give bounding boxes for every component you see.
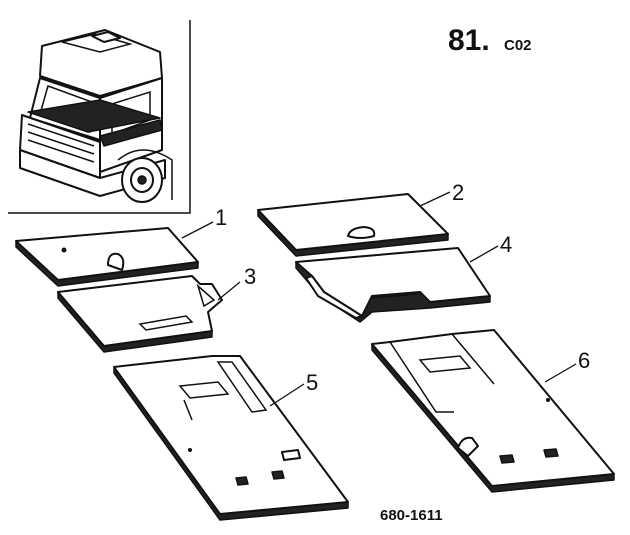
callout-2: 2 [452,180,464,205]
callout-3: 3 [244,264,256,289]
floor-panel-1 [15,221,214,287]
floor-panel-5 [113,355,349,521]
drawing-number: 680-1611 [380,507,443,524]
callout-6: 6 [578,348,590,373]
callout-5: 5 [306,370,318,395]
callout-1: 1 [215,205,227,230]
floor-panel-4 [295,245,499,323]
callout-4: 4 [500,232,512,257]
floor-panel-2 [257,191,451,257]
truck-cab-inset [8,20,191,214]
catalog-section-number: 81. [448,24,490,57]
floor-panel-3 [57,275,241,353]
catalog-subsection-code: C02 [504,37,532,54]
floor-panel-6 [371,329,615,493]
